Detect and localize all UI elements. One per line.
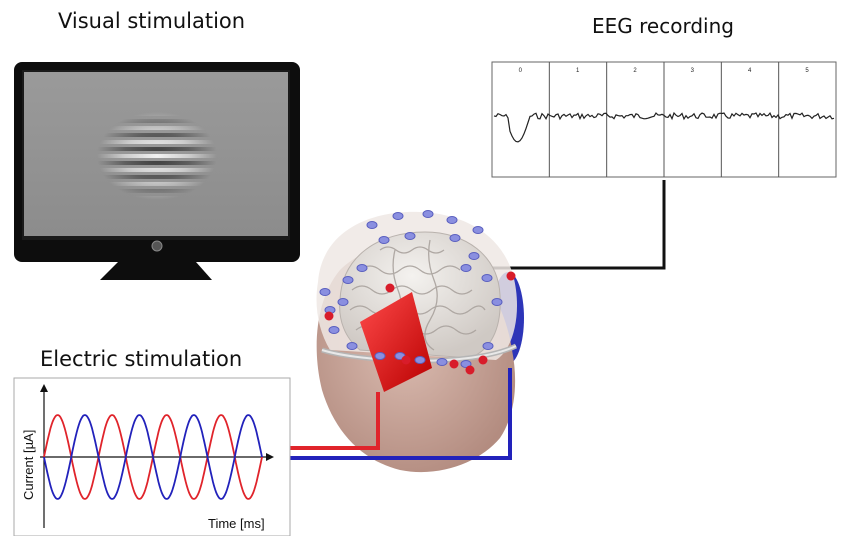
eeg-trace [493,111,835,143]
eeg-epoch-label: 0 [519,68,523,74]
eeg-electrode [468,252,480,260]
red-stim-wire [290,392,380,450]
eeg-electrode [436,358,448,366]
eeg-epoch-label: 4 [748,68,752,74]
stim-electrode-dot [478,355,488,365]
eeg-electrode [472,226,484,234]
gabor-patch [94,110,220,202]
eeg-electrode [374,352,386,360]
stimulation-plot: Current [µA] Time [ms] [13,377,291,536]
eeg-electrode [404,232,416,240]
eeg-recording-label: EEG recording [592,14,734,38]
stim-electrode-dot [465,365,475,375]
x-axis-label: Time [ms] [208,516,265,531]
eeg-electrode [446,216,458,224]
blue-stim-wire [290,368,512,460]
eeg-electrode [378,236,390,244]
visual-stimulation-label: Visual stimulation [58,9,246,33]
eeg-cable [470,180,666,270]
monitor-icon [14,62,300,280]
red-stimulation-electrode [360,292,432,392]
eeg-electrode [481,274,493,282]
eeg-epoch-label: 3 [691,68,695,74]
eeg-electrode [319,288,331,296]
head-model-icon [316,210,524,473]
stim-electrode-dot [324,311,334,321]
eeg-electrode [414,356,426,364]
eeg-electrode [346,342,358,350]
eeg-electrode [392,212,404,220]
eeg-recording-panel: 0 1 2 3 4 5 [491,61,837,178]
eeg-electrode [342,276,354,284]
eeg-electrode [491,298,503,306]
eeg-electrode [422,210,434,218]
eeg-electrode [337,298,349,306]
stim-electrode-dot [401,355,411,365]
eeg-epoch-label: 1 [576,68,580,74]
stim-electrode-dot [449,359,459,369]
eeg-epoch-label: 2 [633,68,637,74]
stim-electrode-dot [385,283,395,293]
eeg-epoch-label: 5 [805,68,809,74]
eeg-electrode [460,360,472,368]
eeg-electrode [356,264,368,272]
eeg-electrode [482,342,494,350]
blue-current-wave [43,414,263,500]
eeg-electrode [449,234,461,242]
eeg-electrode [366,221,378,229]
y-axis-label: Current [µA] [21,430,36,500]
eeg-electrode [328,326,340,334]
electric-stimulation-label: Electric stimulation [40,347,243,371]
stim-electrode-dot [506,271,516,281]
eeg-electrode [460,264,472,272]
